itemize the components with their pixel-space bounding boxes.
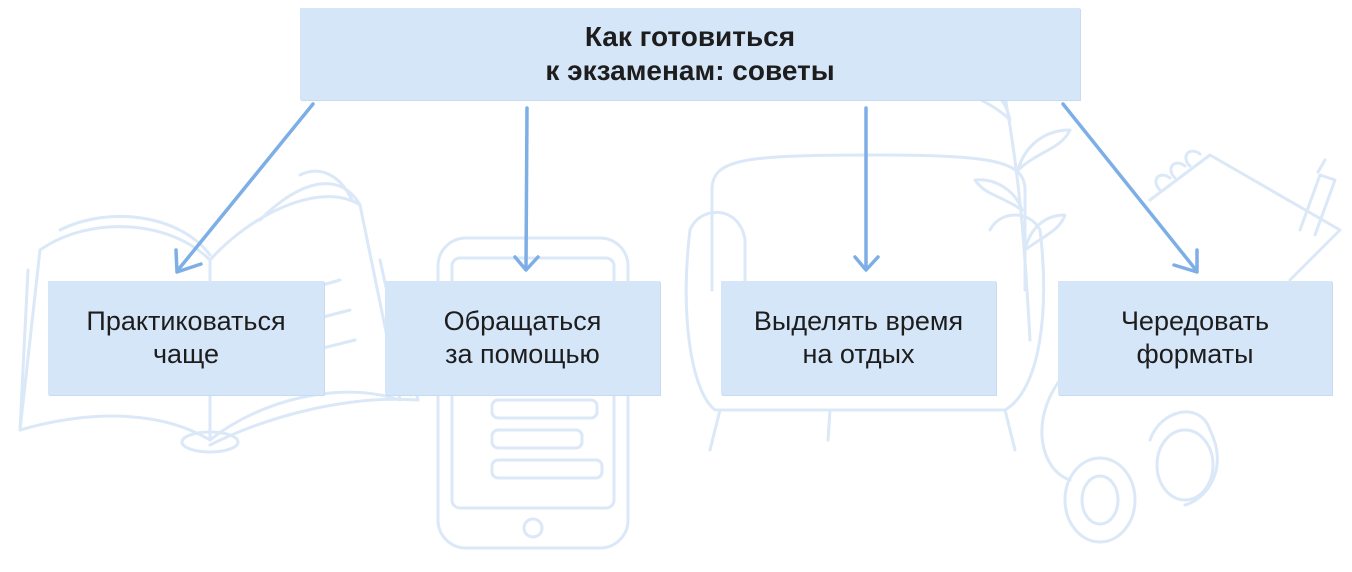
arrow-to-help	[513, 106, 540, 272]
child-node-label-line-2: на отдых	[802, 339, 915, 369]
child-node-formats: Чередовать форматы	[1058, 281, 1332, 395]
child-node-label-line-2: за помощью	[445, 339, 600, 369]
child-node-label-line-2: форматы	[1136, 339, 1254, 369]
arrow-to-formats	[1061, 102, 1199, 274]
root-node: Как готовиться к экзаменам: советы	[300, 8, 1080, 100]
child-node-help: Обращаться за помощью	[385, 281, 660, 395]
child-node-practice: Практиковаться чаще	[48, 281, 324, 395]
child-node-label-line-1: Выделять время	[753, 306, 964, 336]
headphones-sketch-icon	[1040, 378, 1219, 544]
notebook-sketch-icon	[1148, 149, 1342, 282]
arrow-to-practice	[174, 102, 315, 274]
child-node-label-line-1: Практиковаться	[86, 306, 286, 336]
child-node-label-line-2: чаще	[152, 339, 219, 369]
root-title-line-2: к экзаменам: советы	[545, 55, 835, 86]
child-node-rest: Выделять время на отдых	[721, 281, 996, 395]
arrow-to-rest	[853, 106, 880, 272]
child-node-label-line-1: Обращаться	[443, 306, 602, 336]
root-title-line-1: Как готовиться	[584, 21, 796, 52]
child-node-label-line-1: Чередовать	[1120, 306, 1270, 336]
